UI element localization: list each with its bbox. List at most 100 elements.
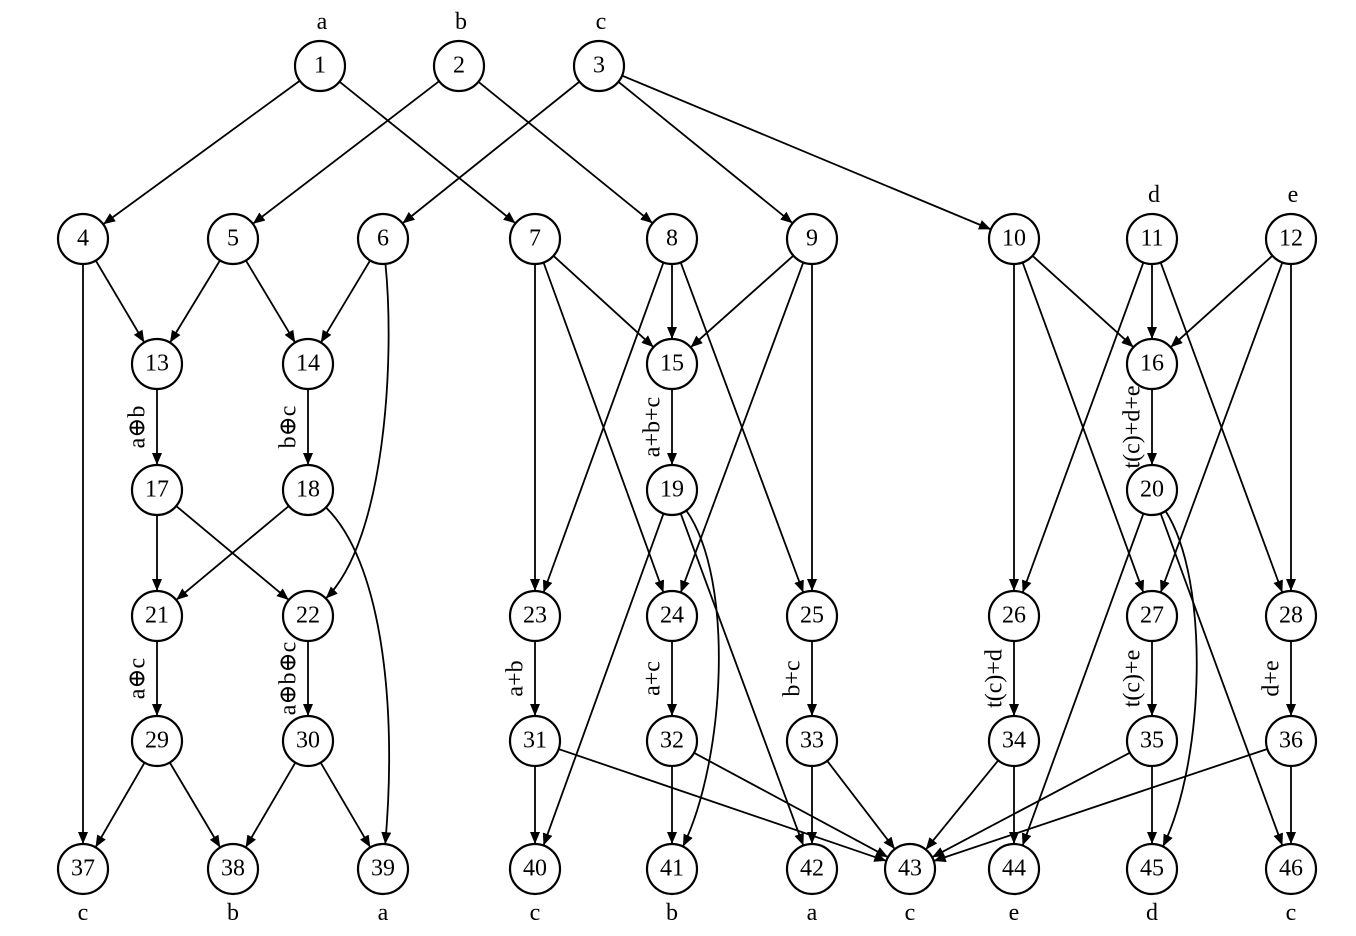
node-number-2: 2	[453, 53, 465, 79]
node-number-14: 14	[296, 351, 320, 377]
node-circle-4	[56, 212, 110, 266]
node-number-10: 10	[1002, 226, 1026, 252]
node-14: 14	[281, 337, 335, 391]
node-10: 10	[987, 212, 1041, 266]
node-39: 39	[356, 842, 410, 896]
node-23: 23	[508, 589, 562, 643]
node-number-12: 12	[1279, 226, 1303, 252]
node-circle-16	[1125, 337, 1179, 391]
node-circle-35	[1125, 714, 1179, 768]
edge-19-to-42	[679, 513, 805, 846]
node-circle-30	[281, 714, 335, 768]
edge-6-to-14	[320, 259, 371, 344]
node-number-31: 31	[523, 728, 547, 754]
node-number-26: 26	[1002, 603, 1026, 629]
node-40: 40	[508, 842, 562, 896]
edge-7-to-15	[552, 255, 655, 348]
node-variable-label-11: d	[1148, 182, 1160, 208]
node-36: 36	[1264, 714, 1318, 768]
node-variable-label-2: b	[455, 9, 467, 35]
node-17: 17	[130, 463, 184, 517]
node-number-5: 5	[227, 226, 239, 252]
node-circle-44	[987, 842, 1041, 896]
edge-8-to-23	[542, 262, 665, 593]
node-variable-label-44: e	[1009, 900, 1020, 926]
node-circle-31	[508, 714, 562, 768]
node-circle-45	[1125, 842, 1179, 896]
edge-18-to-39	[325, 506, 392, 845]
node-19: 19	[645, 463, 699, 517]
node-variable-label-12: e	[1288, 182, 1299, 208]
node-number-22: 22	[296, 603, 320, 629]
node-circle-6	[356, 212, 410, 266]
node-42: 42	[785, 842, 839, 896]
edge-label-25-33: b+c	[780, 660, 806, 696]
node-number-40: 40	[523, 856, 547, 882]
edge-4-to-13	[94, 260, 146, 343]
node-37: 37	[56, 842, 110, 896]
node-26: 26	[987, 589, 1041, 643]
node-21: 21	[130, 589, 184, 643]
node-number-44: 44	[1002, 856, 1026, 882]
edge-2-to-8	[477, 81, 654, 224]
node-circle-9	[785, 212, 839, 266]
node-number-27: 27	[1140, 603, 1164, 629]
node-15: 15	[645, 337, 699, 391]
node-number-36: 36	[1279, 728, 1303, 754]
node-5: 5	[206, 212, 260, 266]
edge-label-16-20: t(c)+d+e	[1120, 385, 1146, 468]
node-number-30: 30	[296, 728, 320, 754]
node-number-23: 23	[523, 603, 547, 629]
node-41: 41	[645, 842, 699, 896]
node-circle-1	[293, 39, 347, 93]
node-number-17: 17	[145, 477, 169, 503]
node-circle-41	[645, 842, 699, 896]
node-number-25: 25	[800, 603, 824, 629]
node-number-28: 28	[1279, 603, 1303, 629]
edge-20-to-46	[1159, 513, 1284, 846]
node-2: 2	[432, 39, 486, 93]
node-circle-17	[130, 463, 184, 517]
node-circle-34	[987, 714, 1041, 768]
edge-3-to-10	[621, 74, 992, 231]
node-circle-43	[883, 842, 937, 896]
edge-33-to-43	[826, 760, 896, 850]
edge-label-13-17: a⊕b	[125, 406, 151, 449]
node-circle-26	[987, 589, 1041, 643]
node-number-43: 43	[898, 856, 922, 882]
node-circle-21	[130, 589, 184, 643]
node-number-34: 34	[1002, 728, 1026, 754]
node-25: 25	[785, 589, 839, 643]
edge-label-15-19: a+b+c	[640, 397, 666, 457]
node-number-16: 16	[1140, 351, 1164, 377]
node-number-8: 8	[666, 226, 678, 252]
edge-30-to-39	[319, 762, 372, 848]
edge-3-to-6	[401, 80, 581, 225]
edge-6-to-22	[325, 263, 390, 600]
edge-5-to-14	[245, 259, 296, 344]
node-number-39: 39	[371, 856, 395, 882]
edge-12-to-16	[1169, 255, 1274, 348]
node-circle-37	[56, 842, 110, 896]
node-circle-7	[508, 212, 562, 266]
node-circle-8	[645, 212, 699, 266]
node-circle-27	[1125, 589, 1179, 643]
edge-19-to-41	[682, 509, 720, 847]
node-3: 3	[572, 39, 626, 93]
node-circle-19	[645, 463, 699, 517]
node-number-15: 15	[660, 351, 684, 377]
node-number-20: 20	[1140, 477, 1164, 503]
node-44: 44	[987, 842, 1041, 896]
node-circle-22	[281, 589, 335, 643]
node-circle-39	[356, 842, 410, 896]
node-circle-32	[645, 714, 699, 768]
node-12: 12	[1264, 212, 1318, 266]
node-4: 4	[56, 212, 110, 266]
edge-label-23-31: a+b	[503, 660, 529, 696]
node-variable-label-43: c	[905, 900, 916, 926]
node-number-11: 11	[1140, 226, 1163, 252]
node-45: 45	[1125, 842, 1179, 896]
edge-5-to-13	[169, 259, 221, 344]
